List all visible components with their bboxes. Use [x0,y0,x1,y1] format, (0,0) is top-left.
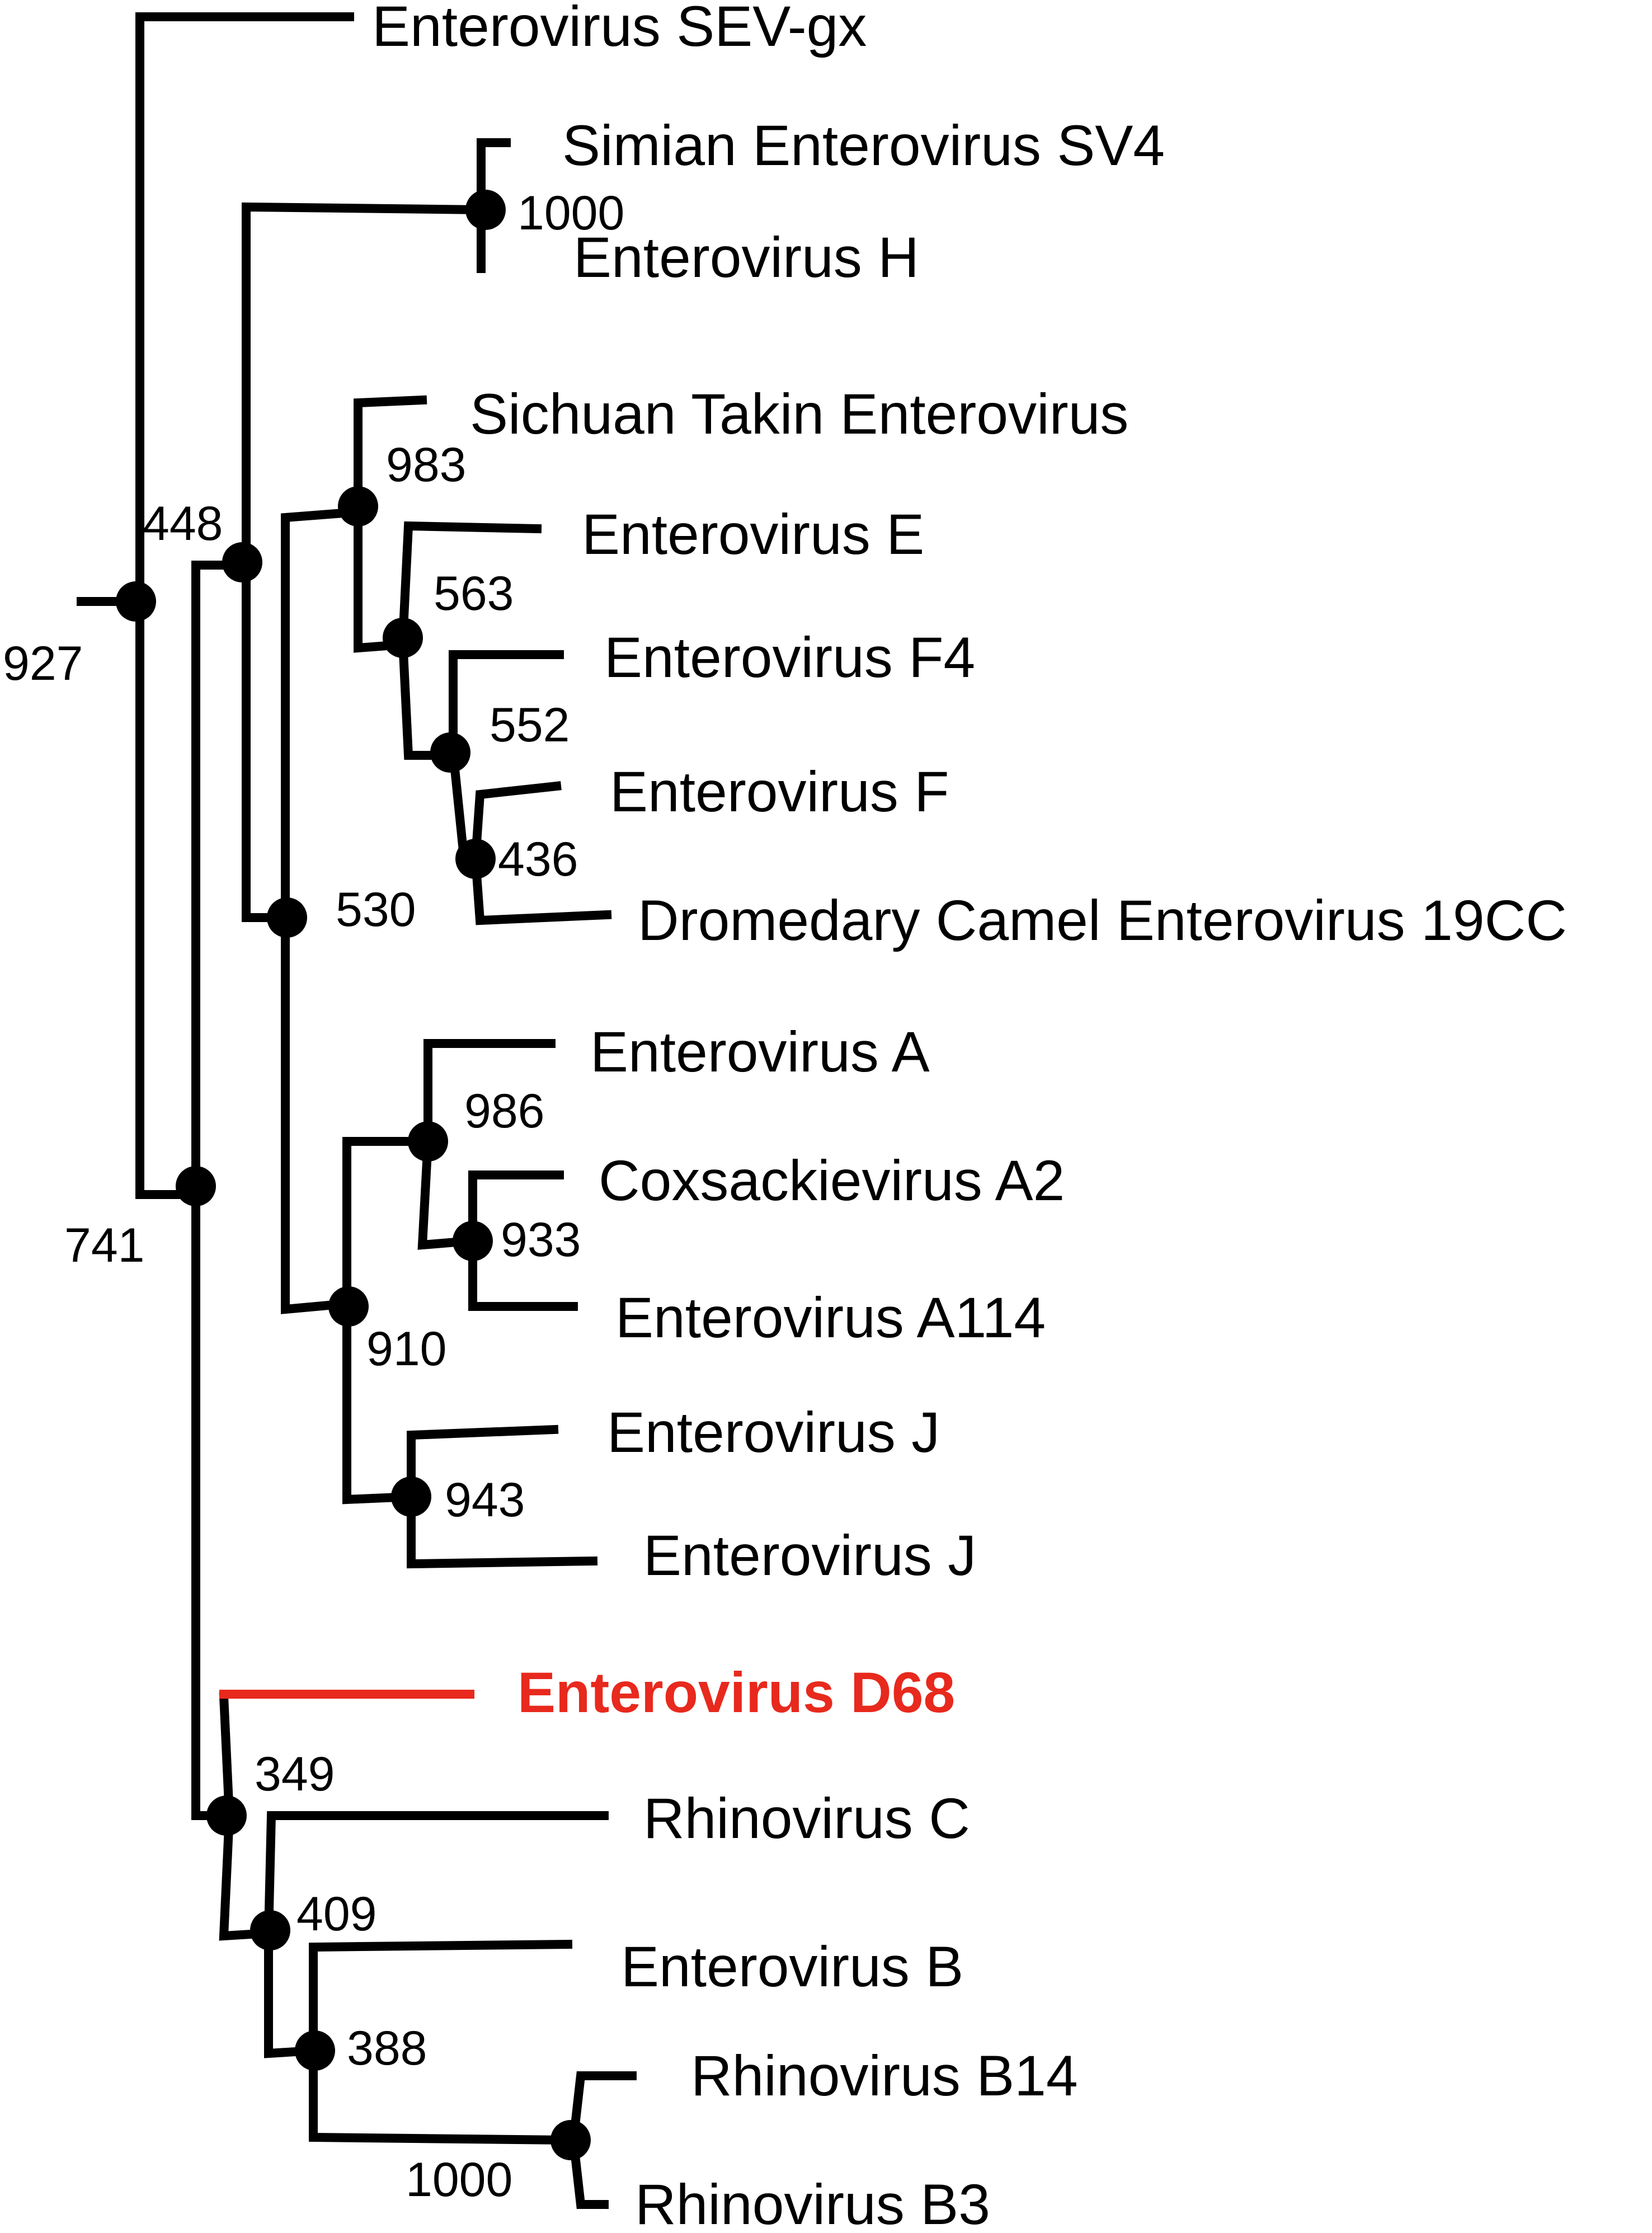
taxon-label-ev-h[interactable]: Enterovirus H [573,225,919,289]
support-values: 927 448 1000 983 563 552 436 530 986 933… [3,186,624,2207]
taxon-label-ev-e[interactable]: Enterovirus E [582,502,924,566]
node-dot[interactable] [116,581,156,622]
taxon-label-simian-sv4[interactable]: Simian Enterovirus SV4 [562,114,1165,177]
branch-563-to-eve [398,521,542,646]
branch-986-to-eva [423,1039,556,1146]
support-value-388: 388 [347,2022,427,2075]
node-dot[interactable] [408,1121,448,1162]
branch-910-to-986 [342,1137,432,1308]
branch-388-to-evb [309,1939,573,2055]
branch-1000b-to-b14 [568,2071,637,2145]
taxon-label-camel-19cc[interactable]: Dromedary Camel Enterovirus 19CC [638,889,1567,952]
taxon-label-ev-j-2[interactable]: Enterovirus J [643,1524,976,1587]
node-dot[interactable] [455,839,496,879]
node-dot[interactable] [206,1795,247,1836]
taxon-label-ev-f[interactable]: Enterovirus F [610,760,949,824]
branch-943-to-j2 [407,1492,598,1569]
branch-933-to-a114 [468,1237,578,1311]
support-value-349: 349 [255,1747,335,1801]
branch-388-to-1000b [309,2046,576,2145]
support-value-448: 448 [143,497,223,551]
support-value-741: 741 [64,1219,145,1272]
taxon-label-rv-c[interactable]: Rhinovirus C [643,1787,970,1850]
node-dot[interactable] [250,1910,290,1950]
branch-943-to-j1 [407,1425,559,1501]
branch-741-to-448 [191,561,248,1199]
taxon-label-rv-b14[interactable]: Rhinovirus B14 [691,2044,1078,2108]
tree-nodes [116,190,591,2160]
support-value-933: 933 [501,1213,581,1267]
taxon-label-ev-d68[interactable]: Enterovirus D68 [517,1661,955,1724]
taxon-label-sev-gx[interactable]: Enterovirus SEV-gx [372,0,867,58]
node-dot[interactable] [328,1286,369,1327]
support-value-943: 943 [445,1473,525,1527]
branch-409-to-rvc [263,1811,609,1938]
support-value-1000-b: 1000 [406,2153,512,2207]
support-value-409: 409 [296,1887,377,1941]
branch-root-to-741 [135,597,200,1199]
node-dot[interactable] [430,732,470,773]
branch-933-to-cva2 [468,1170,564,1245]
support-value-1000-h: 1000 [517,186,624,240]
branch-530-to-983 [281,507,363,922]
support-value-563: 563 [434,567,514,620]
branch-1000b-to-b3 [568,2135,609,2209]
branch-436-to-camel [470,854,612,925]
node-dot[interactable] [267,897,307,938]
support-value-root: 927 [3,637,83,690]
taxon-labels: Enterovirus SEV-gx Simian Enterovirus SV… [372,0,1567,2233]
taxon-label-ev-a[interactable]: Enterovirus A [590,1020,930,1084]
branch-983-to-takin [354,395,427,514]
taxon-label-ev-f4[interactable]: Enterovirus F4 [604,626,975,689]
branch-436-to-evf [470,781,562,864]
node-dot[interactable] [391,1477,431,1517]
node-dot[interactable] [222,542,262,582]
taxon-label-sichuan-takin[interactable]: Sichuan Takin Enterovirus [470,382,1128,446]
node-dot[interactable] [176,1166,216,1206]
branch-448-to-530 [242,558,290,922]
support-value-983: 983 [386,438,467,492]
node-dot[interactable] [295,2030,335,2071]
branch-448-to-1000h [242,202,489,567]
taxon-label-ev-a114[interactable]: Enterovirus A114 [615,1286,1046,1350]
node-dot[interactable] [550,2120,591,2160]
taxon-label-rv-b3[interactable]: Rhinovirus B3 [635,2173,990,2233]
taxon-label-ev-b[interactable]: Enterovirus B [621,1935,963,1999]
branch-530-to-910 [281,913,352,1314]
support-value-436: 436 [498,833,578,886]
branch-910-to-943 [342,1299,416,1505]
branch-root-to-sevgx [135,12,354,606]
tree-branches [77,12,637,2209]
taxon-label-ev-j-1[interactable]: Enterovirus J [607,1400,940,1464]
node-dot[interactable] [383,618,423,658]
support-value-910: 910 [366,1322,447,1376]
branch-552-to-evf4 [449,650,564,757]
node-dot[interactable] [465,190,506,230]
support-value-552: 552 [490,698,570,752]
branch-1000h-to-sv4 [477,138,511,214]
node-dot[interactable] [453,1221,493,1261]
support-value-986: 986 [464,1084,545,1138]
node-dot[interactable] [338,486,378,526]
taxon-label-cva2[interactable]: Coxsackievirus A2 [599,1149,1065,1212]
support-value-530: 530 [336,883,416,937]
